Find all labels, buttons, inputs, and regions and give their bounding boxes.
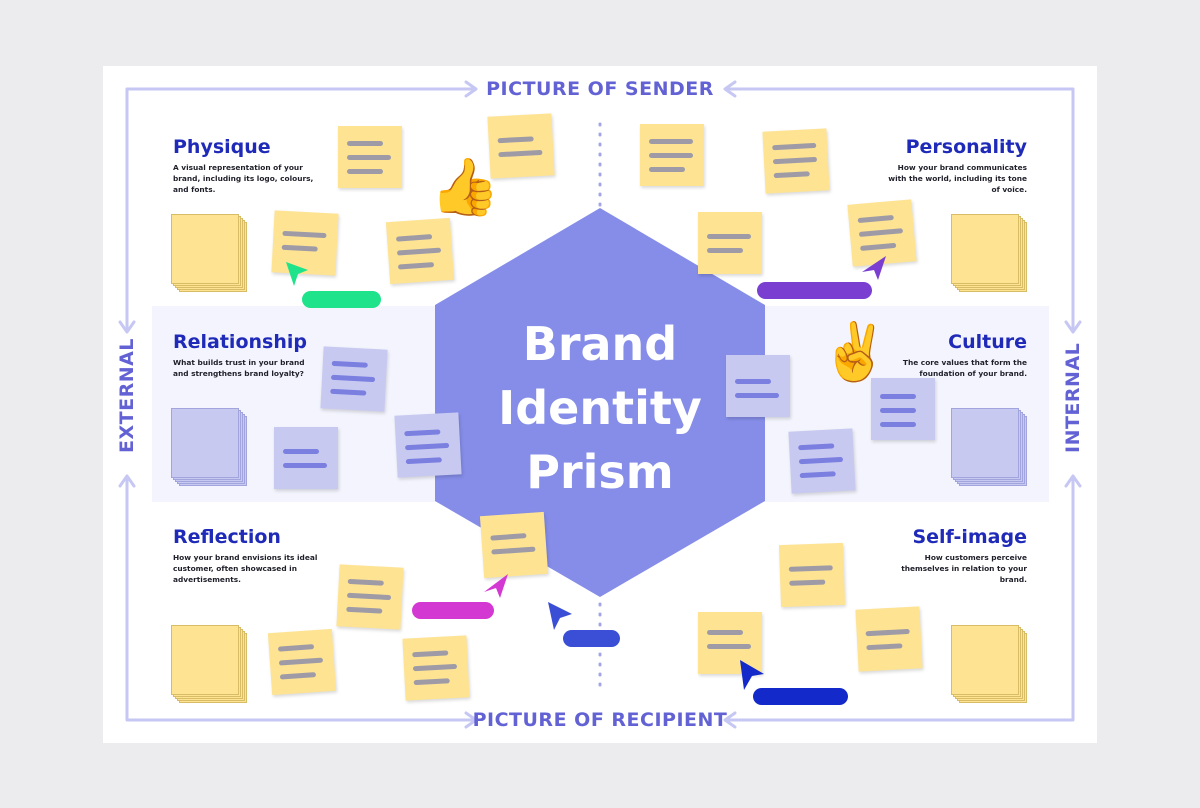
selfimage-title: Self-image [912, 526, 1027, 548]
personality-title: Personality [905, 136, 1027, 158]
sticky-stack-selfimage[interactable] [951, 625, 1027, 703]
cursor-arrow-icon [484, 574, 508, 598]
sticky-note[interactable] [338, 126, 402, 188]
sticky-note[interactable] [726, 355, 790, 417]
sticky-note[interactable] [394, 412, 462, 478]
thumbs-up-icon: 👍 [430, 155, 500, 220]
sticky-note[interactable] [320, 346, 388, 412]
cursor-arrow-icon [740, 660, 764, 690]
prism-hexagon [435, 208, 765, 597]
sticky-stack-culture[interactable] [951, 408, 1027, 486]
sticky-note[interactable] [871, 378, 935, 440]
axis-label-top: PICTURE OF SENDER [486, 78, 714, 100]
reflection-desc: How your brand envisions its ideal custo… [173, 553, 318, 584]
relationship-title: Relationship [173, 331, 307, 353]
prism-title-line-1: Brand [522, 317, 678, 371]
cursor-name-tag [563, 630, 620, 647]
sticky-note[interactable] [698, 212, 762, 274]
cursor-name-tag [412, 602, 494, 619]
culture-title: Culture [948, 331, 1027, 353]
sticky-note[interactable] [479, 511, 549, 579]
relationship-desc: What builds trust in your brand and stre… [173, 358, 305, 378]
sticky-note[interactable] [762, 128, 830, 194]
sticky-note[interactable] [855, 606, 923, 672]
axis-label-right: INTERNAL [1062, 342, 1084, 453]
sticky-stack-reflection[interactable] [171, 625, 247, 703]
victory-hand-icon: ✌️ [820, 320, 890, 385]
sticky-stack-physique[interactable] [171, 214, 247, 292]
physique-desc: A visual representation of your brand, i… [173, 163, 314, 194]
prism-title: Brand Identity Prism [466, 312, 734, 504]
cursor-arrow-icon [286, 262, 308, 286]
cursor-name-tag [302, 291, 381, 308]
prism-title-line-2: Identity [498, 381, 702, 435]
cursor-arrow-icon [862, 256, 886, 280]
sticky-note[interactable] [698, 612, 762, 674]
sticky-note[interactable] [640, 124, 704, 186]
physique-title: Physique [173, 136, 271, 158]
sticky-note[interactable] [778, 542, 846, 608]
personality-desc: How your brand communicates with the wor… [888, 163, 1027, 194]
sticky-stack-personality[interactable] [951, 214, 1027, 292]
sticky-note[interactable] [336, 564, 404, 630]
cursor-name-tag [757, 282, 872, 299]
prism-title-line-3: Prism [526, 445, 674, 499]
sticky-note[interactable] [402, 635, 470, 701]
cursor-name-tag [753, 688, 848, 705]
sticky-note[interactable] [267, 628, 337, 696]
axis-label-bottom: PICTURE OF RECIPIENT [472, 709, 728, 731]
axis-label-left: EXTERNAL [116, 338, 138, 453]
reflection-title: Reflection [173, 526, 281, 548]
sticky-stack-relationship[interactable] [171, 408, 247, 486]
sticky-note[interactable] [274, 427, 338, 489]
sticky-note[interactable] [385, 217, 455, 285]
culture-desc: The core values that form the foundation… [902, 358, 1027, 378]
sticky-note[interactable] [788, 428, 856, 494]
selfimage-desc: How customers perceive themselves in rel… [901, 553, 1027, 584]
cursor-arrow-icon [548, 602, 572, 630]
